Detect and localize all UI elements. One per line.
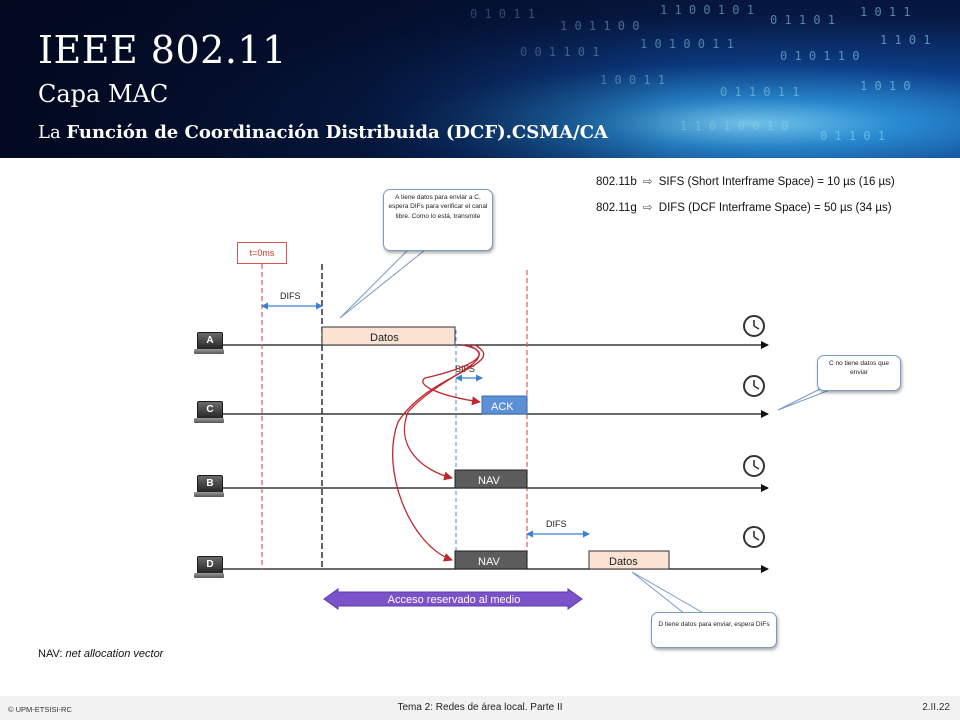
access-reserved-arrow [323,588,583,610]
info-difs-text: DIFS (DCF Interframe Space) = 50 µs (34 … [658,202,892,214]
propagation-arrow-d [392,344,485,562]
clock-icon [743,375,765,397]
footer-copyright: © UPM-ETSISI-RC [8,705,72,714]
section-title-prefix: La [38,122,67,143]
footer-band [0,696,960,720]
frame-nav-d-label: NAV [478,556,500,568]
station-d: D [194,556,224,580]
laptop-icon: A [197,332,223,350]
nav-prefix: NAV: [38,648,66,660]
arrow-right-icon: ⇨ [642,202,653,214]
frame-datos-d [588,550,670,570]
station-b: B [194,475,224,499]
callout-c-pointer [777,385,841,411]
laptop-base [194,492,224,497]
callout-a-pointer [339,249,426,319]
frame-nav-d [454,550,528,570]
page-title: IEEE 802.11 [38,28,287,72]
frame-nav-b [454,469,528,489]
access-reserved-label: Acceso reservado al medio [388,594,521,606]
info-std-80211g: 802.11g [596,202,637,214]
info-std-80211b: 802.11b [596,176,637,188]
clock-icon [743,315,765,337]
frame-datos-a-label: Datos [370,332,399,344]
laptop-icon: D [197,556,223,574]
t0-marker: t=0ms [237,242,287,264]
info-sifs-text: SIFS (Short Interframe Space) = 10 µs (1… [658,176,895,188]
frame-ack [481,395,528,415]
propagation-arrow-b [403,344,480,481]
laptop-icon: B [197,475,223,493]
arrow-right-icon: ⇨ [642,176,653,188]
page-subtitle: Capa MAC [38,80,169,108]
frame-ack-label: ACK [491,401,514,413]
difs-label-1: DIFS [280,291,301,301]
header-banner: 0 1 0 1 11 0 1 1 0 0 1 1 0 0 1 0 10 1 1 … [0,0,960,158]
station-a: A [194,332,224,356]
section-title-bold: Función de Coordinación Distribuida (DCF… [66,122,608,143]
callout-a: A tiene datos para enviar a C, espera DI… [383,189,493,251]
clock-icon [743,526,765,548]
laptop-base [194,573,224,578]
callout-c: C no tiene datos que enviar [817,355,901,391]
clock-icon [743,455,765,477]
callout-d: D tiene datos para enviar, espera DIFs [651,612,777,648]
info-line-difs: 802.11g ⇨ DIFS (DCF Interframe Space) = … [596,200,892,214]
nav-definition: NAV: net allocation vector [38,648,163,660]
difs-label-2: DIFS [546,519,567,529]
frame-datos-a [321,326,456,346]
callout-d-pointer [631,571,713,619]
laptop-base [194,349,224,354]
frame-nav-b-label: NAV [478,475,500,487]
nav-meaning: net allocation vector [65,648,164,660]
header-shade [0,0,960,158]
section-title: La Función de Coordinación Distribuida (… [38,122,608,143]
frame-datos-d-label: Datos [609,556,638,568]
info-line-sifs: 802.11b ⇨ SIFS (Short Interframe Space) … [596,174,895,188]
footer-course-title: Tema 2: Redes de área local. Parte II [397,702,563,713]
footer-slide-number: 2.II.22 [922,702,950,713]
station-c: C [194,401,224,425]
laptop-icon: C [197,401,223,419]
laptop-base [194,418,224,423]
